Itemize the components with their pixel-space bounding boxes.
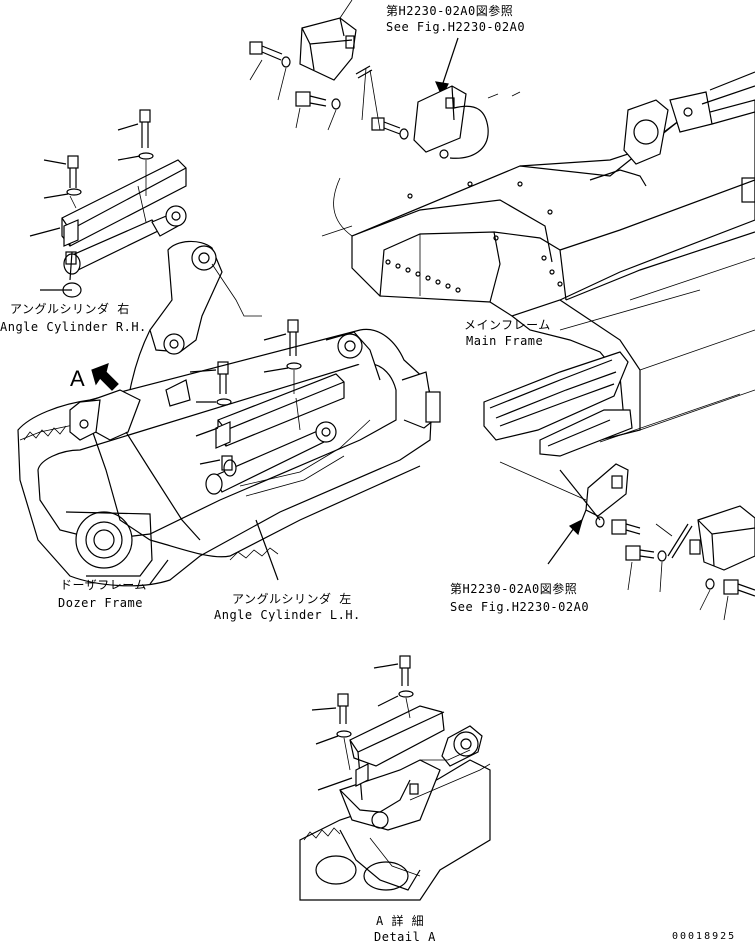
- lh-cylinder-bolt-2: [286, 319, 302, 394]
- main-frame-rails: [483, 257, 755, 457]
- drawing-number: 00018925: [672, 931, 737, 942]
- dozer-frame-label-en: Dozer Frame: [58, 596, 143, 610]
- main-frame-label-jp: メインフレーム: [464, 318, 551, 332]
- angle-cylinder-rh: [40, 159, 187, 298]
- detail-a-view: [299, 705, 491, 901]
- angle-cylinder-lh-label-en: Angle Cylinder L.H.: [214, 608, 361, 622]
- top-bolt-1: [249, 41, 291, 101]
- rh-cylinder-bolt-1: [66, 155, 82, 209]
- top-bolt-2: [295, 91, 341, 131]
- lower-right-link-rod: [655, 523, 693, 559]
- detail-a-label-en: Detail A: [374, 930, 436, 944]
- view-a-marker: A: [70, 366, 86, 391]
- lh-cylinder-leaders: [189, 333, 289, 465]
- angle-cylinder-lh: [205, 373, 371, 497]
- ref-label-top-jp: 第H2230-02A0図参照: [386, 4, 514, 18]
- detail-a-label-jp: A 詳 細: [376, 914, 425, 928]
- top-bracket-cover: [299, 0, 357, 81]
- detail-a-bolt-1: [336, 693, 352, 771]
- angle-cylinder-rh-label-en: Angle Cylinder R.H.: [0, 320, 147, 334]
- angle-cylinder-rh-label-jp: アングルシリンダ 右: [10, 302, 130, 316]
- main-frame-label-en: Main Frame: [466, 334, 544, 348]
- top-link-rod: [355, 65, 381, 131]
- lower-right-bolt-3: [699, 578, 755, 621]
- ref-label-top-en: See Fig.H2230-02A0: [386, 20, 526, 34]
- main-frame: [321, 71, 755, 317]
- ref-arrow-bottom: [547, 518, 583, 565]
- detail-a-bolt-2: [398, 655, 414, 719]
- label-leaders: [149, 469, 601, 585]
- dozer-frame-arm: [129, 240, 381, 391]
- upper-bracket-plate: [413, 85, 521, 159]
- ref-label-bottom-jp: 第H2230-02A0図参照: [450, 582, 578, 596]
- view-a-arrow: [91, 363, 119, 391]
- rh-cylinder-leaders: [29, 123, 141, 237]
- lh-cylinder-bolt-1: [216, 361, 232, 406]
- dozer-frame-label-jp: ドーザフレーム: [60, 578, 147, 592]
- lower-right-cover: [689, 505, 755, 571]
- ref-label-bottom-en: See Fig.H2230-02A0: [450, 600, 590, 614]
- lower-right-bolt-1: [595, 516, 641, 535]
- lower-right-bracket-plate: [499, 461, 629, 521]
- lower-right-bolt-2: [625, 545, 667, 593]
- upper-plate-bolt: [371, 117, 409, 140]
- angle-cylinder-lh-label-jp: アングルシリンダ 左: [232, 592, 352, 606]
- detail-a-leaders: [311, 663, 399, 791]
